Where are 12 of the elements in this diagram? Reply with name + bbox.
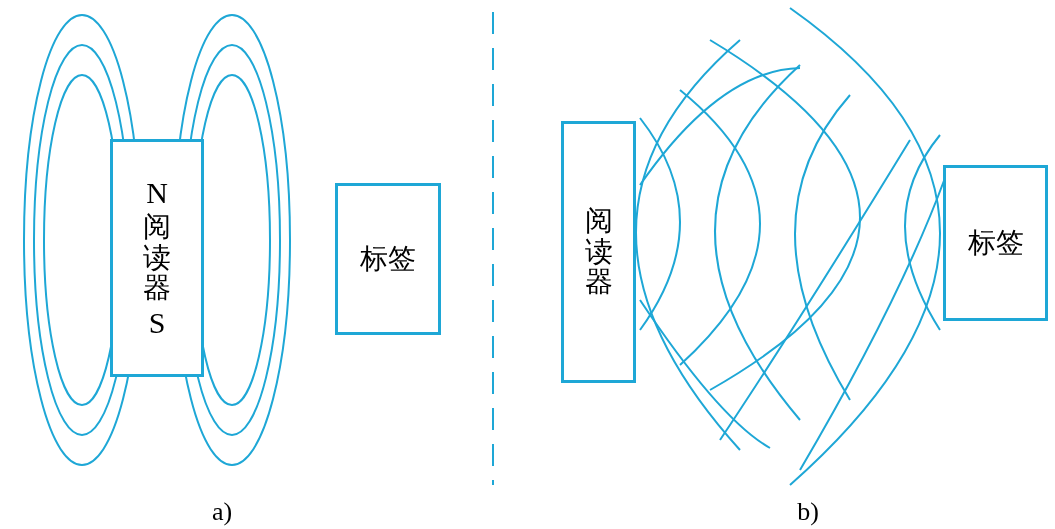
subfigure-label: a) xyxy=(211,499,233,525)
node-text: 阅读器 xyxy=(143,211,171,305)
tag-box xyxy=(943,165,1048,321)
node-text: 标签 xyxy=(967,229,1024,257)
node-text: 标签 xyxy=(360,245,416,273)
reader-box xyxy=(110,139,204,377)
pole-label: S xyxy=(148,308,166,339)
tag-box xyxy=(335,183,441,335)
node-text: 阅读器 xyxy=(584,205,613,299)
subfigure-label: b) xyxy=(797,499,819,525)
reader-box xyxy=(561,121,636,383)
pole-label: N xyxy=(146,177,168,208)
